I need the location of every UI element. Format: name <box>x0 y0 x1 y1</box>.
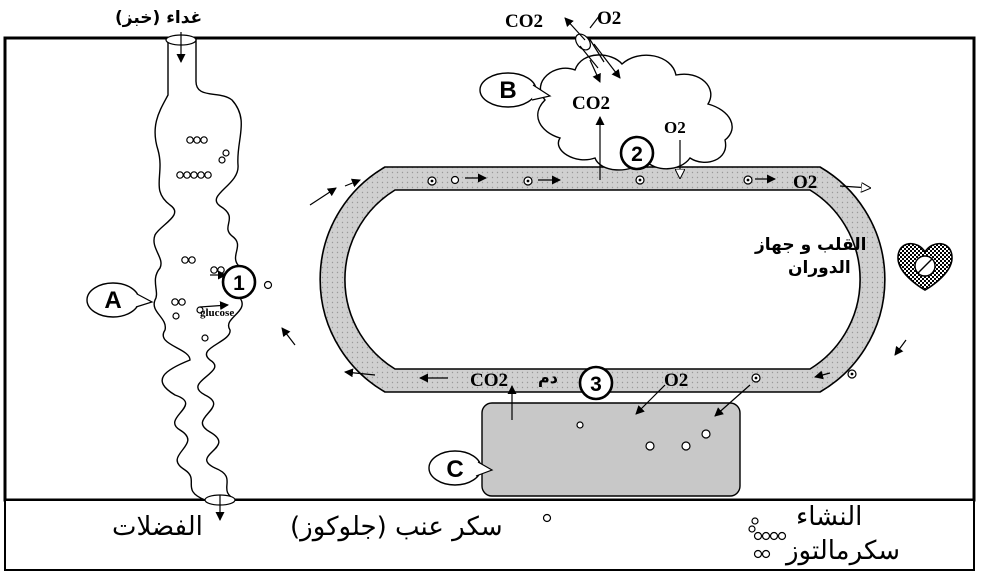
glucose-molecules-cell <box>576 421 711 451</box>
starch-legend-label: النشاء <box>796 502 863 532</box>
glucose-cores <box>430 178 854 380</box>
marker-1-label: 1 <box>233 272 245 295</box>
co2-lung-label: CO2 <box>572 93 610 114</box>
maltose-legend-label: سكرمالتوز <box>786 536 901 566</box>
legend-frame <box>4 499 975 571</box>
heart-label-line1: القلب و جهاز <box>755 235 867 255</box>
marker-b: B <box>479 72 552 108</box>
maltose-molecules <box>171 136 230 342</box>
marker-3: 3 <box>578 365 614 401</box>
marker-a-label: A <box>104 287 121 314</box>
starch-chain-icon <box>748 517 787 541</box>
heart-icon <box>897 242 953 291</box>
glucose-legend-label: سكر عنب (جلوكوز) <box>290 512 503 542</box>
digestive-tube <box>153 39 244 501</box>
food-input-label: غداء (خبز) <box>115 8 203 28</box>
co2-tissue-label: CO2 <box>470 370 508 391</box>
blood-vessel-loop <box>319 166 886 393</box>
marker-1: 1 <box>221 264 257 300</box>
marker-3-label: 3 <box>590 373 602 396</box>
o2-lung-label: O2 <box>664 118 686 137</box>
tissue-cell <box>481 402 741 497</box>
gas-arrows-lung <box>564 14 680 180</box>
flow-arrows <box>281 173 907 383</box>
marker-b-label: B <box>499 77 516 104</box>
trachea <box>575 33 605 69</box>
o2-vessel-label: O2 <box>793 172 817 193</box>
waste-label: الفضلات <box>112 512 203 542</box>
glucose-molecule-icon <box>542 513 552 523</box>
gas-arrows-cell <box>507 384 751 420</box>
marker-c: C <box>428 450 494 486</box>
o2-tissue-label: O2 <box>664 370 688 391</box>
marker-2: 2 <box>619 135 655 171</box>
heart-label-line2: الدوران <box>788 258 851 278</box>
co2-exhale-label: CO2 <box>505 11 543 32</box>
glucose-absorption-label: glucose <box>200 307 234 319</box>
maltose-molecule-icon <box>753 549 771 559</box>
marker-2-label: 2 <box>631 143 643 166</box>
o2-inhale-label: O2 <box>597 8 621 29</box>
blood-label: دم <box>538 368 558 387</box>
marker-c-label: C <box>446 456 463 483</box>
marker-a: A <box>86 282 154 318</box>
lung-cloud <box>537 54 733 171</box>
